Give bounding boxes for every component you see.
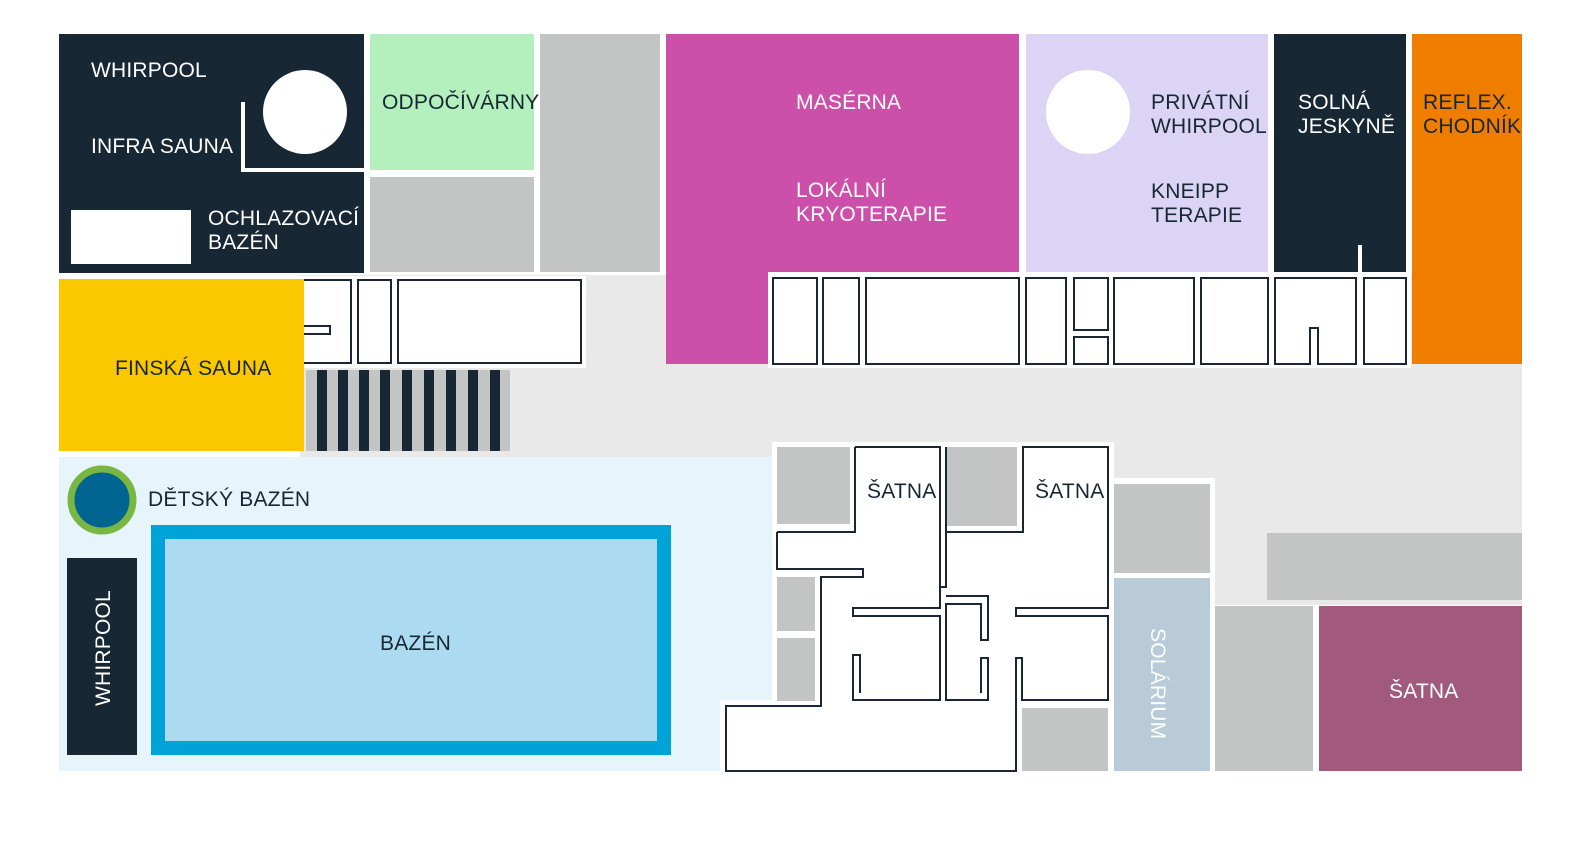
reflex-label-2: CHODNÍK	[1423, 115, 1521, 138]
salt-cave[interactable]	[1274, 34, 1406, 272]
changing-complex: ŠATNA ŠATNA	[720, 442, 1215, 772]
solarium-label: SOLÁRIUM	[1146, 628, 1169, 739]
salt-cave-label-1: SOLNÁ	[1298, 91, 1370, 114]
changing-2-label: ŠATNA	[1035, 480, 1104, 503]
infra-sauna-wall	[241, 102, 364, 172]
finnish-sauna[interactable]	[59, 279, 304, 451]
cryo-label-2: KRYOTERAPIE	[796, 203, 947, 226]
storage-grey-1	[370, 177, 534, 272]
private-whirpool-tub	[1046, 70, 1130, 154]
infra-sauna-label: INFRA SAUNA	[91, 135, 233, 158]
reflex-path[interactable]	[1412, 34, 1522, 364]
whirpool-side[interactable]	[67, 558, 137, 755]
storage-grey-4	[1215, 606, 1313, 771]
kids-pool[interactable]	[67, 465, 137, 535]
cubicles-left	[292, 276, 586, 368]
corridor-right	[1210, 370, 1522, 530]
cooling-pool-label-1: OCHLAZOVACÍ	[208, 207, 359, 230]
reflex-label-1: REFLEX.	[1423, 91, 1512, 114]
kneipp-label-2: TERAPIE	[1151, 204, 1242, 227]
storage-grey-2	[540, 34, 660, 272]
cooling-pool-label-2: BAZÉN	[208, 231, 279, 254]
changing-3-label: ŠATNA	[1389, 680, 1458, 703]
cooling-pool	[71, 210, 191, 264]
whirpool-side-label: WHIRPOOL	[92, 590, 115, 706]
rest-rooms[interactable]	[370, 34, 534, 170]
finnish-sauna-label: FINSKÁ SAUNA	[115, 357, 271, 380]
solarium[interactable]	[1114, 578, 1210, 771]
changing-room-3[interactable]	[1319, 606, 1522, 771]
whirpool-top-label: WHIRPOOL	[91, 59, 207, 82]
private-whirpool-room[interactable]	[1026, 34, 1268, 272]
rest-rooms-label: ODPOČÍVÁRNY	[382, 91, 539, 114]
private-whirpool-label-2: WHIRPOOL	[1151, 115, 1267, 138]
main-pool-label: BAZÉN	[380, 632, 451, 655]
whirpool-tub	[263, 70, 347, 154]
storage-grey-3	[1267, 533, 1522, 600]
salt-cave-label-2: JESKYNĚ	[1298, 115, 1395, 138]
showers	[306, 370, 510, 451]
massage-label: MASÉRNA	[796, 91, 901, 114]
cryo-label-1: LOKÁLNÍ	[796, 179, 886, 202]
kneipp-label-1: KNEIPP	[1151, 180, 1229, 203]
kids-pool-label: DĚTSKÝ BAZÉN	[148, 488, 310, 511]
main-pool[interactable]	[151, 525, 671, 755]
changing-1-label: ŠATNA	[867, 480, 936, 503]
private-whirpool-label-1: PRIVÁTNÍ	[1151, 91, 1249, 114]
cubicles-right	[768, 245, 1411, 368]
